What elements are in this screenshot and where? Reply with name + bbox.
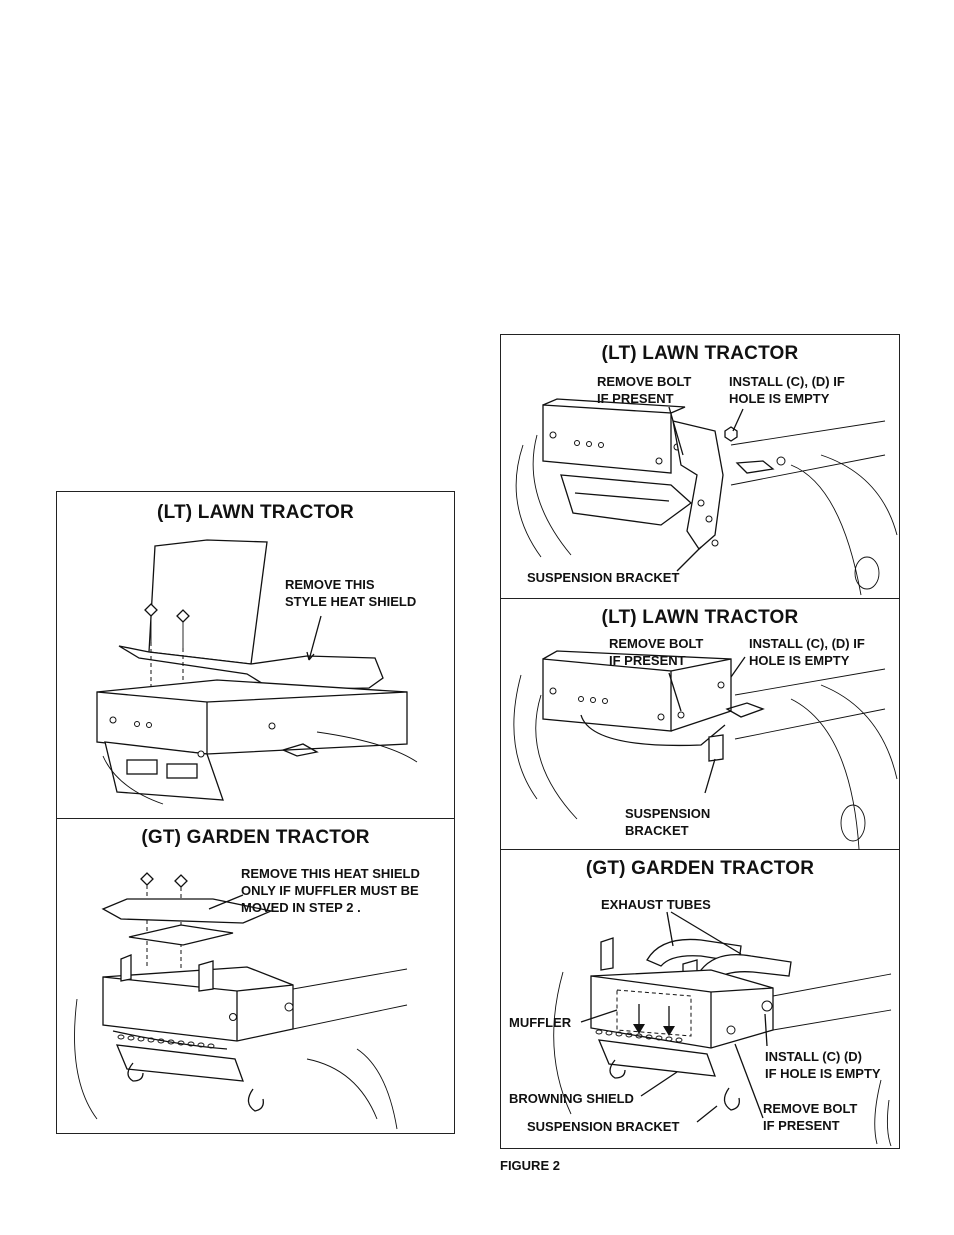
panel-lt-suspension-1: (LT) LAWN TRACTOR [500, 334, 900, 599]
label-suspension-bracket-1: SUSPENSION BRACKET [527, 570, 680, 585]
label-muffler: MUFFLER [509, 1015, 572, 1030]
panel-lt-heat-shield: (LT) LAWN TRACTOR REMO [56, 491, 455, 819]
gt-suspension-drawing [553, 911, 892, 1147]
panel-title: (GT) GARDEN TRACTOR [585, 858, 815, 879]
label-suspension-bracket-gt: SUSPENSION BRACKET [527, 1119, 680, 1134]
panel-title: (LT) LAWN TRACTOR [157, 502, 354, 523]
panel-title: (LT) LAWN TRACTOR [601, 607, 799, 628]
label-browning-shield: BROWNING SHIELD [509, 1091, 634, 1106]
label-remove-bolt-2: REMOVE BOLT IF PRESENT [609, 636, 704, 668]
label-remove-bolt-1: REMOVE BOLT IF PRESENT [597, 374, 692, 406]
panel-lt-suspension-2: (LT) LAWN TRACTOR REMOVE BOLT IF [500, 598, 900, 850]
lt-suspension-1-drawing [515, 398, 898, 596]
label-remove-bolt-gt: REMOVE BOLT IF PRESENT [763, 1101, 858, 1133]
label-install-2: INSTALL (C), (D) IF HOLE IS EMPTY [749, 636, 865, 668]
panel-title: (GT) GARDEN TRACTOR [141, 827, 370, 848]
label-install-gt: INSTALL (C) (D) IF HOLE IS EMPTY [765, 1049, 881, 1081]
lt-suspension-2-drawing [513, 650, 898, 849]
label-exhaust-tubes: EXHAUST TUBES [601, 897, 711, 912]
label-remove-style-heat-shield: REMOVE THIS STYLE HEAT SHIELD [285, 577, 417, 609]
panel-title: (LT) LAWN TRACTOR [601, 343, 799, 364]
label-suspension-bracket-2: SUSPENSION BRACKET [625, 806, 711, 838]
panel-gt-heat-shield: (GT) GARDEN TRACTOR [56, 818, 455, 1134]
label-remove-gt-heat-shield: REMOVE THIS HEAT SHIELD ONLY IF MUFFLER … [241, 866, 420, 915]
panel-gt-suspension: (GT) GARDEN TRACTOR [500, 849, 900, 1149]
gt-heat-shield-drawing [74, 872, 408, 1130]
lt-heat-shield-drawing [96, 539, 418, 805]
label-install-1: INSTALL (C), (D) IF HOLE IS EMPTY [729, 374, 845, 406]
figure-caption: FIGURE 2 [500, 1158, 560, 1173]
